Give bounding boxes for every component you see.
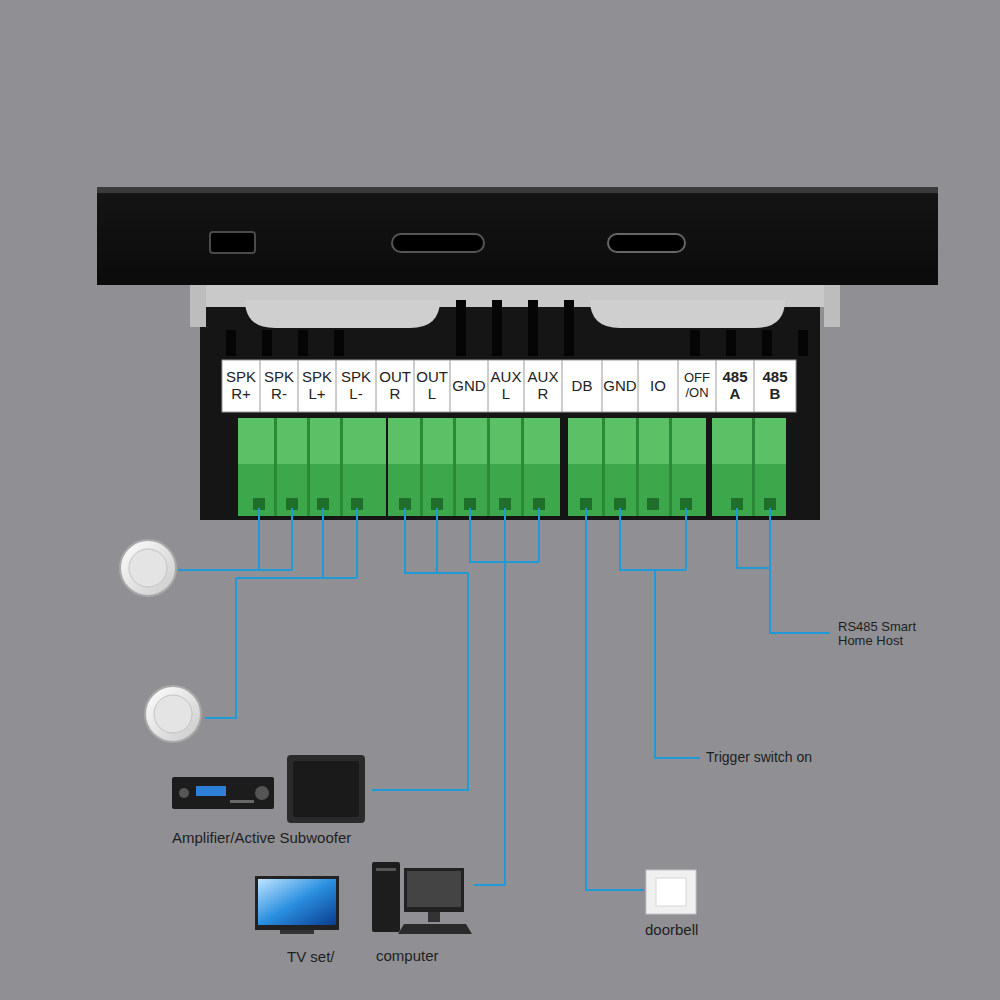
pin-name: GND: [452, 378, 485, 395]
bracket-tab: [245, 300, 440, 328]
hdmi-port: [210, 232, 255, 253]
label-separators: [260, 360, 754, 412]
bracket-tab: [590, 300, 785, 328]
pin-cell: IO: [638, 360, 678, 412]
pin-cell: GND: [602, 360, 638, 412]
vent-slots: [226, 300, 808, 356]
pin-cell: DB: [562, 360, 602, 412]
pin-name: IO: [650, 378, 666, 395]
rear-housing: [200, 285, 820, 520]
pin-cell: AUX L: [488, 360, 524, 412]
pin-cell: GND: [450, 360, 488, 412]
terminal-blocks: [238, 418, 786, 516]
panel-edge: [97, 187, 938, 193]
pin-name: AUX R: [528, 369, 559, 403]
pin-cell: 485 A: [716, 360, 754, 412]
pin-cell: SPK L+: [298, 360, 336, 412]
label-strip: [222, 360, 796, 412]
device-label: computer: [376, 947, 439, 965]
pin-cell: AUX R: [524, 360, 562, 412]
pin-cell: OUT R: [376, 360, 414, 412]
pin-cell: OFF /ON: [678, 360, 716, 412]
pin-name: SPK L-: [341, 369, 371, 403]
pin-cell: SPK L-: [336, 360, 376, 412]
pin-name: OFF /ON: [684, 371, 710, 400]
device-label: Amplifier/Active Subwoofer: [172, 829, 351, 847]
pin-name: OUT L: [416, 369, 447, 403]
pin-name: SPK R-: [264, 369, 294, 403]
pin-name: SPK L+: [302, 369, 332, 403]
pin-name: GND: [603, 378, 636, 395]
tv-icon: [255, 876, 339, 934]
subwoofer-icon: [287, 755, 365, 823]
usb-c-port: [608, 234, 685, 252]
computer-icon: [372, 862, 472, 934]
doorbell-icon: [646, 870, 696, 914]
ceiling-speaker: [145, 686, 201, 742]
pin-cell: OUT L: [414, 360, 450, 412]
device-label: Trigger switch on: [706, 749, 812, 766]
pin-name: 485 B: [762, 369, 787, 403]
pin-cell: SPK R-: [260, 360, 298, 412]
ceiling-speaker: [120, 540, 176, 596]
pin-name: OUT R: [379, 369, 410, 403]
card-slot: [392, 234, 484, 252]
device-label: RS485 Smart Home Host: [838, 620, 938, 649]
pin-name: 485 A: [722, 369, 747, 403]
bracket-ear: [190, 285, 206, 327]
wire-entries: [253, 498, 776, 510]
device-label: TV set/: [287, 948, 335, 966]
pin-cell: 485 B: [754, 360, 796, 412]
amplifier-icon: [172, 777, 274, 809]
terminal-ridges: [274, 418, 755, 516]
pin-name: DB: [572, 378, 593, 395]
pin-name: SPK R+: [226, 369, 256, 403]
pin-name: AUX L: [491, 369, 522, 403]
device-label: doorbell: [645, 921, 698, 939]
front-panel: [97, 187, 938, 285]
pin-cell: SPK R+: [222, 360, 260, 412]
bracket-ear: [824, 285, 840, 327]
